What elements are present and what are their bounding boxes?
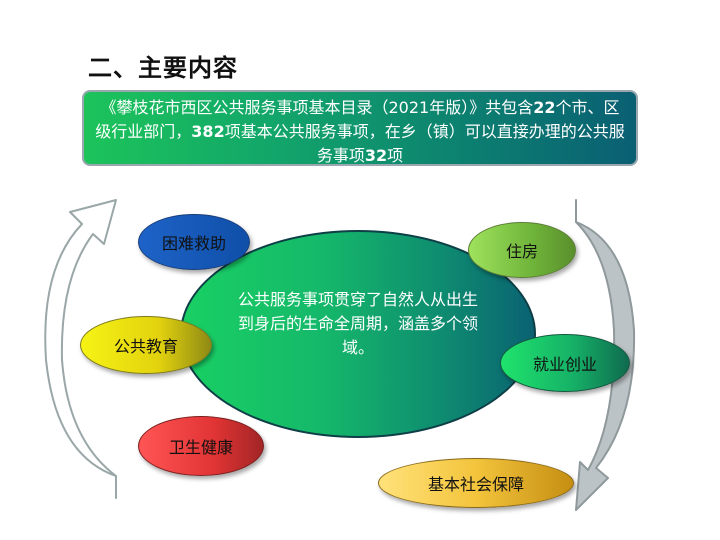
summary-text-2: 个市、区级行业部门，	[95, 98, 620, 141]
summary-box: 《攀枝花市西区公共服务事项基本目录（2021年版）》共包含22个市、区级行业部门…	[82, 90, 638, 166]
category-social-security: 基本社会保障	[378, 458, 574, 508]
center-text: 公共服务事项贯穿了自然人从出生到身后的生命全周期，涵盖多个领域。	[237, 290, 478, 357]
summary-text-1: 《攀枝花市西区公共服务事项基本目录（2021年版）》共包含	[100, 98, 534, 117]
right-curved-arrow-icon	[575, 199, 636, 511]
category-housing: 住房	[468, 222, 576, 278]
summary-count-departments: 22	[533, 98, 556, 117]
summary-count-township: 32	[364, 146, 388, 165]
summary-text-4: 项	[387, 146, 404, 165]
summary-count-services: 382	[191, 122, 225, 141]
left-curved-arrow-icon	[44, 199, 117, 499]
category-health: 卫生健康	[138, 416, 264, 476]
category-public-education: 公共教育	[80, 316, 212, 374]
category-employment: 就业创业	[500, 334, 630, 392]
page-title: 二、主要内容	[88, 53, 238, 82]
summary-text-3: 项基本公共服务事项，在乡（镇）可以直接办理的公共服务事项	[224, 122, 625, 165]
category-hardship-relief: 困难救助	[138, 214, 250, 270]
